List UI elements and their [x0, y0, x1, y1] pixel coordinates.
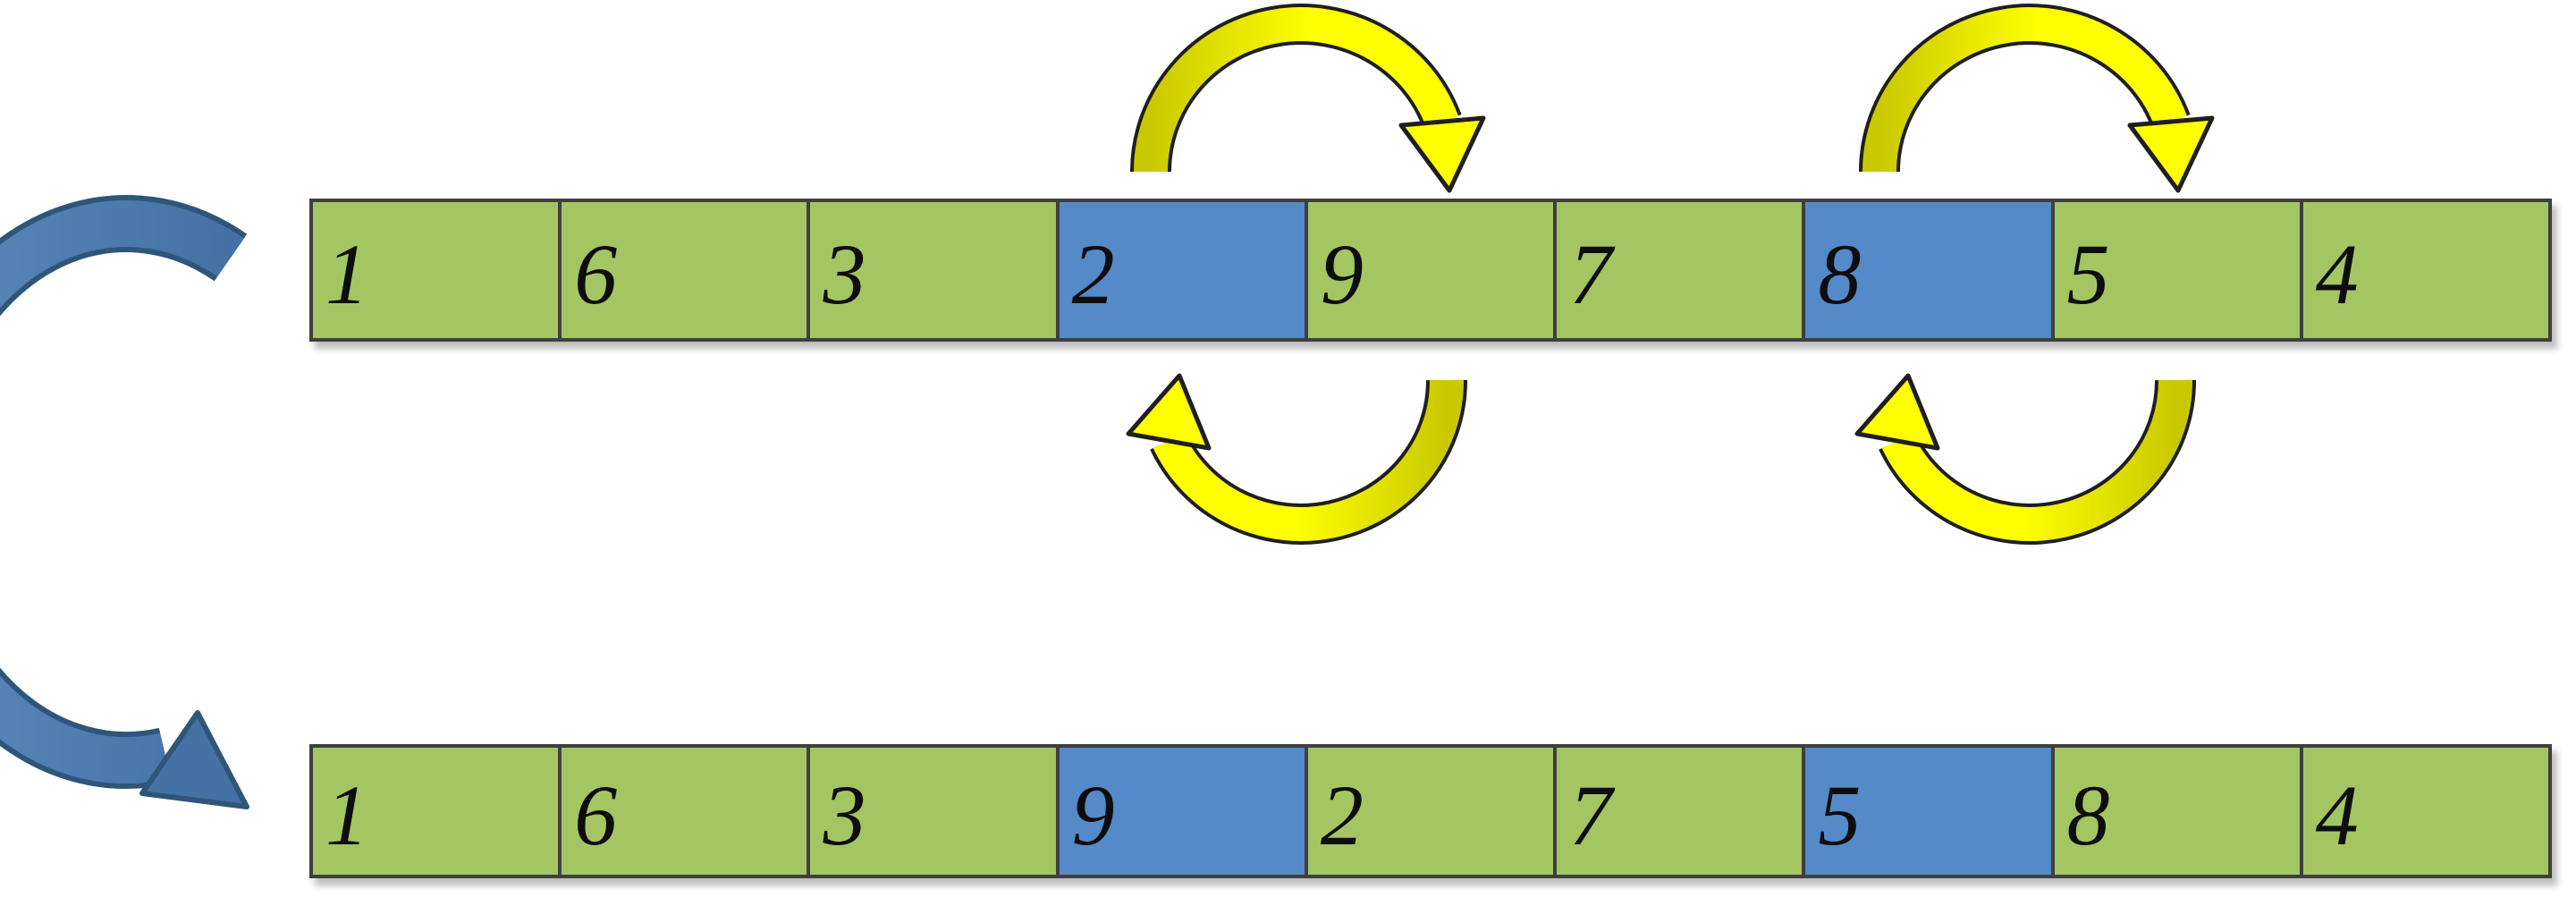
cell-value: 2: [1320, 767, 1364, 863]
cell-value: 8: [2066, 767, 2110, 863]
array-cell-top-2: 3: [807, 202, 1056, 338]
cell-value: 1: [325, 226, 368, 322]
swap2-arrow-top-icon: [1859, 4, 2215, 193]
transition-arrow-band: [0, 200, 244, 784]
array-cell-bottom-6: 5: [1802, 748, 2051, 875]
array-cell-top-6: 8: [1802, 202, 2051, 338]
transition-arrowhead-icon: [139, 710, 249, 809]
cell-value: 5: [2066, 226, 2110, 322]
transition-arrow-outline: [0, 195, 248, 790]
array-cell-top-0: 1: [313, 202, 559, 338]
swap2-arrow-bottom-icon: [1854, 373, 2197, 545]
cell-value: 1: [325, 767, 368, 863]
cell-value: 9: [1071, 767, 1115, 863]
swap2-bottom-band: [1881, 379, 2193, 541]
swap1-top-band: [1134, 7, 1458, 173]
cell-value: 6: [574, 226, 618, 322]
cell-value: 7: [1569, 767, 1613, 863]
array-cell-bottom-4: 2: [1304, 748, 1554, 875]
top-array-row: 1 6 3 2 9 7 8 5 4: [309, 199, 2552, 342]
array-cell-top-1: 6: [558, 202, 807, 338]
array-cell-bottom-2: 3: [807, 748, 1056, 875]
swap2-top-band: [1862, 7, 2187, 173]
array-cell-top-8: 4: [2299, 202, 2548, 338]
array-cell-top-3: 2: [1055, 202, 1305, 338]
cell-value: 3: [823, 767, 866, 863]
swap2-top-arrowhead-icon: [2127, 115, 2215, 193]
cell-value: 3: [823, 226, 866, 322]
array-cell-bottom-1: 6: [558, 748, 807, 875]
bottom-array-row: 1 6 3 9 2 7 5 8 4: [309, 744, 2552, 878]
swap1-arrow-top-icon: [1130, 4, 1486, 193]
cell-value: 8: [1818, 226, 1862, 322]
array-cell-bottom-3: 9: [1055, 748, 1305, 875]
array-cell-bottom-7: 8: [2050, 748, 2300, 875]
swap1-arrow-bottom-icon: [1126, 373, 1468, 545]
transition-arrow-icon: [0, 195, 249, 809]
cell-value: 9: [1320, 226, 1364, 322]
swap2-bottom-arrowhead-icon: [1854, 373, 1940, 451]
cell-value: 7: [1569, 226, 1613, 322]
swap1-bottom-arrowhead-icon: [1126, 373, 1212, 451]
cell-value: 4: [2315, 226, 2359, 322]
array-cell-top-7: 5: [2050, 202, 2300, 338]
swap1-bottom-band: [1153, 379, 1465, 541]
cell-value: 6: [574, 767, 618, 863]
cell-value: 2: [1071, 226, 1115, 322]
cell-value: 4: [2315, 767, 2359, 863]
cell-value: 5: [1818, 767, 1862, 863]
array-cell-top-5: 7: [1553, 202, 1803, 338]
array-cell-bottom-8: 4: [2299, 748, 2548, 875]
array-cell-bottom-0: 1: [313, 748, 559, 875]
array-cell-top-4: 9: [1304, 202, 1554, 338]
array-cell-bottom-5: 7: [1553, 748, 1803, 875]
swap1-top-arrowhead-icon: [1398, 115, 1486, 193]
